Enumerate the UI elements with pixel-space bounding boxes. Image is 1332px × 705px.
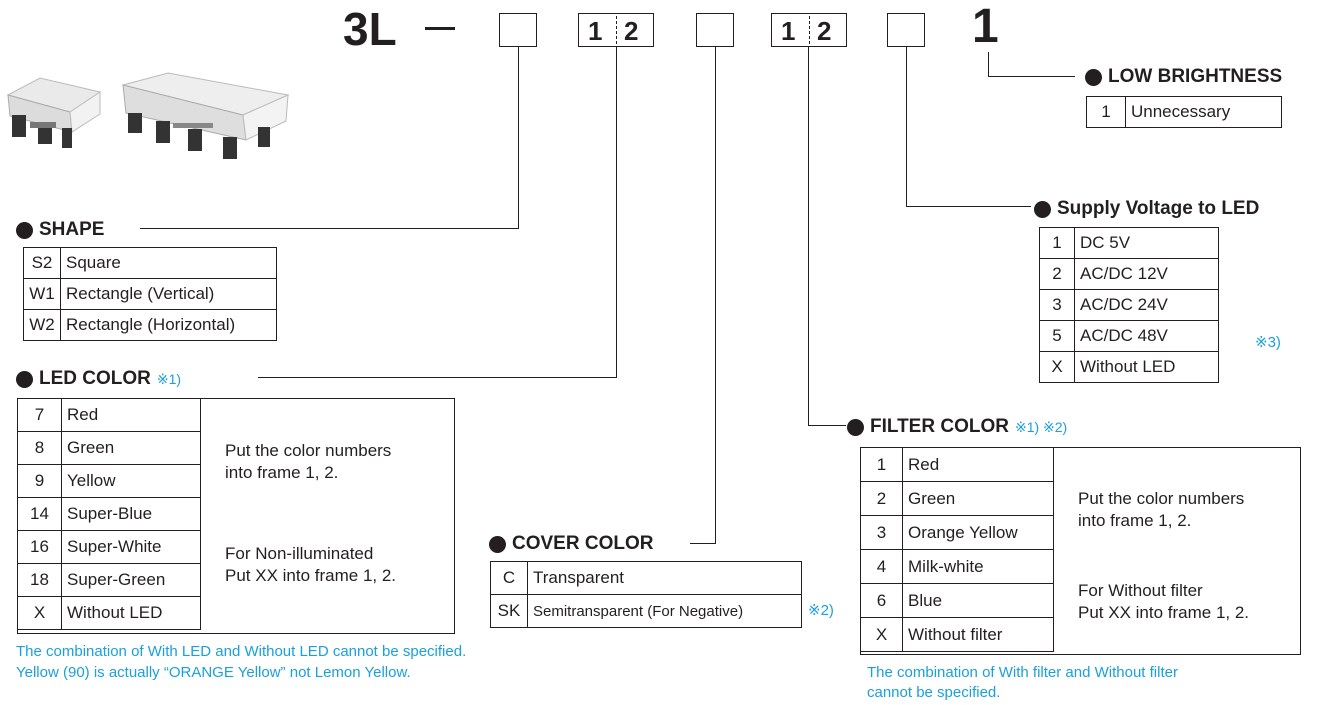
filter-color-note: ※1) ※2) (1015, 419, 1067, 436)
bullet-icon (489, 536, 506, 553)
led-color-footnote-2: Yellow (90) is actually “ORANGE Yellow” … (16, 664, 411, 681)
code-dash (425, 27, 455, 30)
frame-filter-1: 1 (781, 16, 795, 47)
frame-supply-voltage (887, 13, 925, 47)
code-prefix: 3L (343, 6, 397, 52)
filter-color-footnote-1: The combination of With filter and Witho… (867, 664, 1178, 681)
shape-title: SHAPE (16, 219, 104, 241)
filter-color-desc-1: Put the color numbers into frame 1, 2. (1078, 488, 1244, 532)
bullet-icon (1034, 201, 1051, 218)
frame-led-2: 2 (624, 16, 638, 47)
frame-led-1: 1 (588, 16, 602, 47)
frame-filter-color: 1 2 (771, 13, 847, 47)
frame-shape (499, 13, 537, 47)
filter-color-title: FILTER COLOR ※1) ※2) (847, 416, 1067, 438)
low-brightness-table: 1 Unnecessary (1086, 96, 1282, 128)
cover-color-note: ※2) (808, 601, 834, 619)
bullet-icon (847, 419, 864, 436)
frame-led-color: 1 2 (578, 13, 654, 47)
frame-cover-color (696, 13, 734, 47)
frame-filter-2: 2 (817, 16, 831, 47)
led-color-desc-1: Put the color numbers into frame 1, 2. (225, 440, 391, 484)
product-image-rectangle (118, 65, 293, 175)
bullet-icon (1085, 69, 1102, 86)
cover-color-title: COVER COLOR (489, 533, 653, 555)
bullet-icon (16, 371, 33, 388)
led-color-note: ※1) (157, 371, 181, 388)
supply-voltage-title: Supply Voltage to LED (1034, 198, 1259, 220)
filter-color-desc-2: For Without filter Put XX into frame 1, … (1078, 580, 1249, 624)
supply-voltage-note: ※3) (1255, 333, 1281, 351)
table-row: 1 Unnecessary (1087, 97, 1282, 128)
led-color-footnote-1: The combination of With LED and Without … (16, 643, 466, 660)
product-image-square (0, 70, 110, 160)
code-last: 1 (972, 4, 999, 50)
led-color-desc-2: For Non-illuminated Put XX into frame 1,… (225, 543, 396, 587)
filter-color-footnote-2: cannot be specified. (867, 684, 1000, 701)
bullet-icon (16, 222, 33, 239)
low-brightness-title: LOW BRIGHTNESS (1085, 66, 1282, 88)
led-color-title: LED COLOR ※1) (16, 368, 181, 390)
